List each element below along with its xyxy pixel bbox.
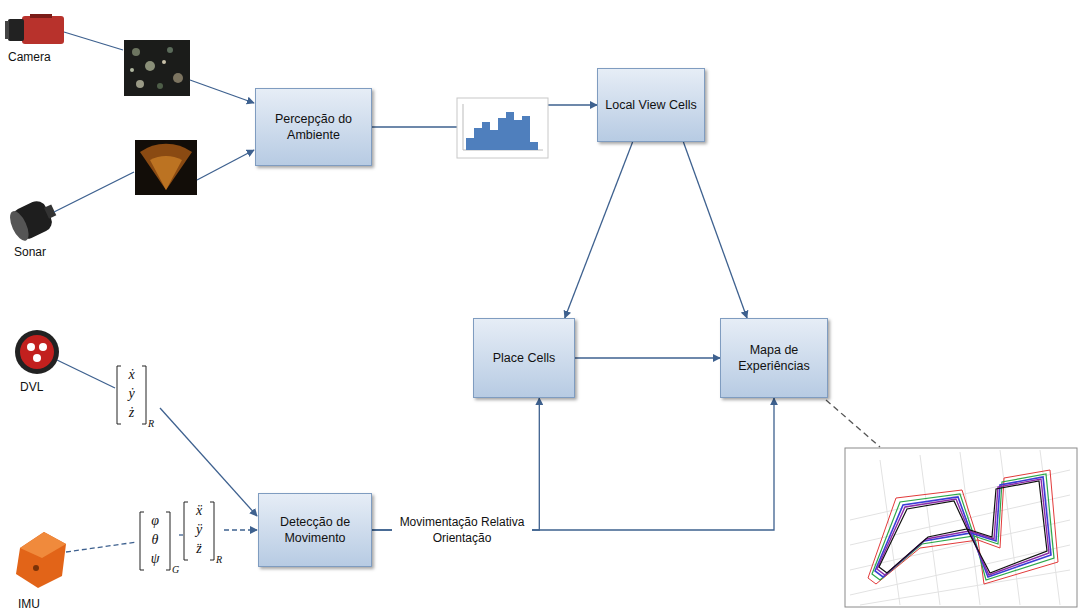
frame-subscript: G [172, 564, 179, 576]
box-text: Detecção de Movimento [265, 514, 365, 547]
frame-subscript: R [148, 418, 154, 430]
speckle [157, 83, 163, 89]
box-text: Mapa de Experiências [727, 342, 821, 375]
dvl-face [20, 335, 54, 369]
imu-body [16, 532, 66, 588]
matrix-entry: ẍ [188, 503, 210, 520]
speckle [130, 68, 134, 72]
wire [66, 542, 137, 552]
dvl-rim [15, 330, 59, 374]
camera-image-ground [124, 40, 190, 96]
sonar-face [6, 208, 32, 243]
flow-arrow [565, 142, 633, 318]
wire [160, 408, 257, 516]
matrix-entry: θ [144, 532, 166, 549]
frame-subscript: R [216, 554, 222, 566]
camera-top [30, 14, 52, 18]
imu-top [20, 532, 66, 558]
wire [64, 32, 123, 50]
trajectory [877, 479, 1049, 575]
edge-label: Movimentação Relativa Orientação [392, 514, 532, 546]
camera-body [22, 16, 64, 44]
flow-arrow [372, 105, 597, 127]
imu-connector [33, 565, 39, 571]
histogram-bars [466, 112, 538, 150]
dvl-icon [15, 330, 59, 374]
process-box: Place Cells [473, 318, 575, 398]
wire [54, 172, 134, 212]
process-box: Detecção de Movimento [258, 493, 372, 567]
wire [197, 150, 254, 180]
device-label: Sonar [14, 245, 46, 259]
trajectory [879, 481, 1047, 573]
histogram-axis [463, 150, 543, 151]
matrix-bracket [184, 502, 214, 560]
trajectory [868, 470, 1058, 584]
dvl-transducer [39, 343, 47, 351]
flow-arrow [372, 398, 539, 530]
matrix-entry: ẏ [121, 386, 142, 403]
histogram-axis [463, 104, 464, 150]
matrix-entry: ÿ [188, 522, 210, 539]
flow-arrow [683, 142, 747, 318]
camera-lens-rim [5, 21, 9, 39]
matrix-entry: ż [121, 405, 142, 422]
plot-grid [850, 450, 1070, 605]
camera-image [124, 40, 190, 96]
experience-map-plot [845, 448, 1077, 607]
leader-line [826, 400, 880, 447]
sonar-icon [6, 195, 60, 243]
wire [179, 534, 183, 535]
box-text: Place Cells [493, 350, 556, 366]
matrix-entry: φ [144, 513, 166, 530]
speckle [167, 47, 173, 53]
process-box: Percepção do Ambiente [255, 88, 372, 166]
trajectory [872, 474, 1054, 580]
device-label: IMU [18, 597, 40, 611]
matrix-bracket [140, 512, 170, 570]
dvl-transducer [27, 343, 35, 351]
device-label: DVL [20, 380, 43, 394]
dvl-transducer [33, 354, 41, 362]
device-label: Camera [8, 50, 51, 64]
wire [224, 529, 257, 530]
plot-frame [845, 448, 1077, 607]
wire [190, 80, 254, 103]
histogram-frame [457, 98, 548, 158]
process-box: Mapa de Experiências [720, 318, 828, 398]
speckle [132, 48, 140, 56]
matrix-entry: ψ [144, 551, 166, 568]
box-text: Percepção do Ambiente [262, 111, 365, 144]
flow-arrow [372, 398, 774, 530]
sonar-fan [140, 144, 192, 190]
camera-icon [5, 14, 64, 44]
speckle [173, 73, 183, 83]
wire [57, 360, 115, 388]
matrix-entry: z̈ [188, 541, 210, 558]
speckle [162, 60, 166, 64]
speckle [136, 80, 144, 88]
sonar-fan-inner [150, 156, 182, 190]
process-box: Local View Cells [597, 68, 705, 142]
camera-lens [8, 19, 24, 41]
trajectory [875, 477, 1051, 577]
box-text: Local View Cells [605, 97, 696, 113]
speckle [145, 61, 155, 71]
imu-icon [16, 532, 66, 588]
sonar-image-ground [135, 140, 197, 195]
matrix-entry: ẋ [121, 367, 142, 384]
histogram-thumbnail [457, 98, 548, 158]
matrix-bracket [117, 366, 146, 424]
flow-arrow [575, 357, 720, 358]
sonar-image [135, 140, 197, 195]
